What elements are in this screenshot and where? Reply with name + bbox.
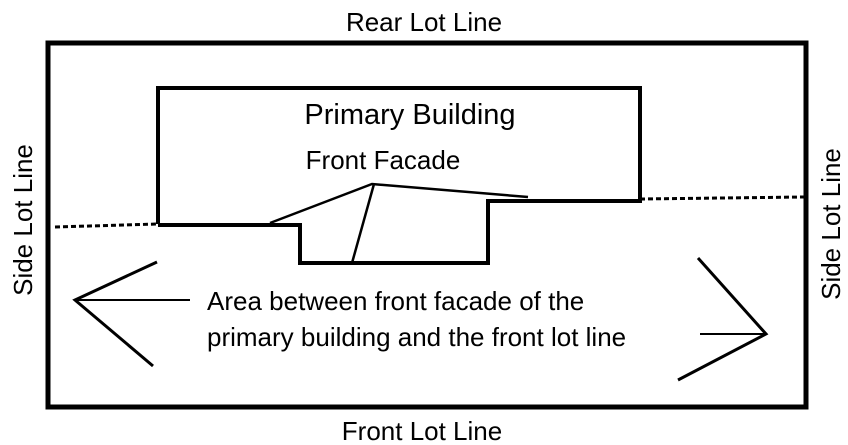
front-facade-pointer-down <box>350 183 376 264</box>
front-lot-line-label: Front Lot Line <box>342 416 502 445</box>
right-arrow <box>677 256 769 382</box>
side-lot-line-right-label: Side Lot Line <box>816 148 846 300</box>
front-facade-pointer-left <box>269 182 529 225</box>
area-description-line-2: primary building and the front lot line <box>207 322 626 352</box>
left-dotted-line <box>54 222 159 229</box>
area-description-line-1: Area between front facade of the <box>207 286 584 316</box>
lot-boundary <box>45 40 809 410</box>
left-arrow <box>72 260 158 368</box>
right-dotted-line <box>639 195 805 201</box>
primary-building-outline <box>156 86 642 265</box>
front-facade-label: Front Facade <box>306 145 461 175</box>
side-lot-line-left-label: Side Lot Line <box>8 144 38 296</box>
primary-building-label: Primary Building <box>304 99 515 131</box>
rear-lot-line-label: Rear Lot Line <box>346 7 502 37</box>
